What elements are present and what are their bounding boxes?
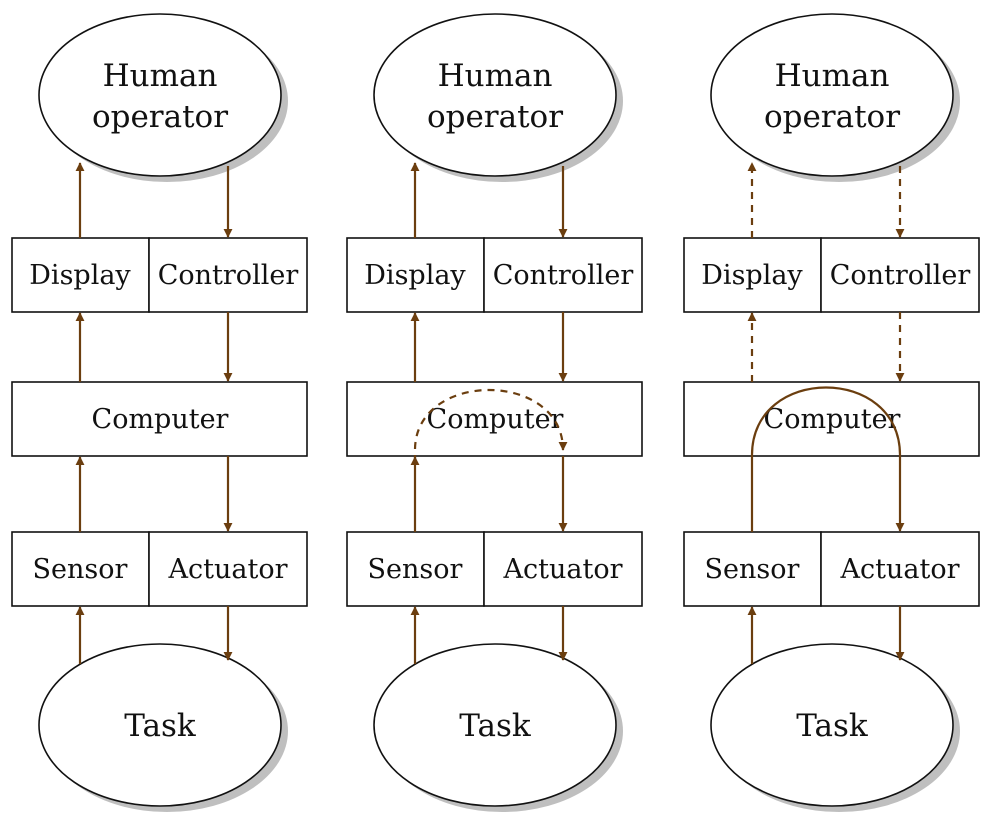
human-operator-label-line2: operator (92, 99, 228, 135)
task-label: Task (124, 708, 196, 744)
actuator-label: Actuator (168, 554, 288, 585)
sensor-label: Sensor (33, 554, 128, 585)
human-operator-label-line1: Human (103, 58, 218, 94)
controller-node: Controller (820, 237, 980, 313)
panel-2-arrows (410, 162, 568, 664)
task-node: Task (710, 643, 960, 812)
sensor-node: Sensor (346, 531, 485, 607)
task-node: Task (38, 643, 288, 812)
panel-manual-control: Human operator Display Controller Comput… (11, 13, 308, 812)
actuator-label: Actuator (503, 554, 623, 585)
computer-node: Computer (11, 381, 308, 457)
solid-automatic-loop (750, 386, 905, 532)
actuator-label: Actuator (840, 554, 960, 585)
display-node: Display (346, 237, 485, 313)
panel-1-arrows (75, 162, 233, 664)
controller-label: Controller (158, 260, 299, 291)
task-node: Task (373, 643, 623, 812)
sensor-node: Sensor (683, 531, 822, 607)
actuator-node: Actuator (820, 531, 980, 607)
controller-label: Controller (493, 260, 634, 291)
human-operator-node: Human operator (710, 13, 960, 182)
human-operator-label-line1: Human (438, 58, 553, 94)
panel-3-arrows (747, 162, 905, 664)
controller-label: Controller (830, 260, 971, 291)
human-operator-node: Human operator (373, 13, 623, 182)
display-node: Display (683, 237, 822, 313)
actuator-node: Actuator (148, 531, 308, 607)
human-operator-label-line1: Human (775, 58, 890, 94)
computer-node: Computer (346, 381, 643, 457)
task-label: Task (459, 708, 531, 744)
computer-node: Computer (683, 381, 980, 457)
sensor-label: Sensor (705, 554, 800, 585)
sensor-label: Sensor (368, 554, 463, 585)
human-operator-label-line2: operator (427, 99, 563, 135)
panel-supervisory-control: Human operator Display Controller Comput… (346, 13, 643, 812)
controller-node: Controller (483, 237, 643, 313)
human-operator-node: Human operator (38, 13, 288, 182)
computer-label: Computer (92, 404, 229, 435)
dashed-local-loop (413, 388, 568, 462)
panel-fully-automatic-control: Human operator Display Controller Comput… (683, 13, 980, 812)
computer-label: Computer (427, 404, 564, 435)
task-label: Task (796, 708, 868, 744)
display-label: Display (364, 260, 466, 291)
human-operator-label-line2: operator (764, 99, 900, 135)
display-label: Display (701, 260, 803, 291)
display-label: Display (29, 260, 131, 291)
actuator-node: Actuator (483, 531, 643, 607)
sensor-node: Sensor (11, 531, 150, 607)
display-node: Display (11, 237, 150, 313)
computer-label: Computer (764, 404, 901, 435)
controller-node: Controller (148, 237, 308, 313)
